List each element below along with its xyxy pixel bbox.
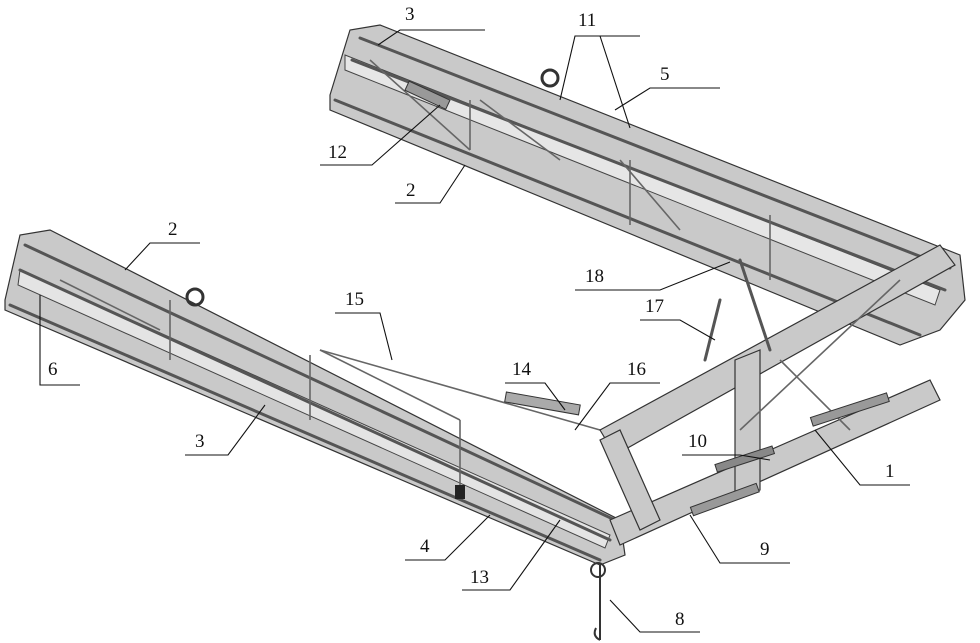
callout-13: 13 xyxy=(462,519,561,591)
svg-text:2: 2 xyxy=(406,180,416,201)
svg-text:10: 10 xyxy=(688,431,707,452)
svg-text:8: 8 xyxy=(675,609,685,630)
callout-3-left: 3 xyxy=(185,404,266,456)
svg-text:1: 1 xyxy=(885,461,895,482)
svg-text:17: 17 xyxy=(645,296,664,317)
svg-text:15: 15 xyxy=(345,289,364,310)
svg-text:14: 14 xyxy=(512,359,532,380)
left-boom xyxy=(4,229,626,566)
svg-text:13: 13 xyxy=(470,567,489,588)
svg-text:18: 18 xyxy=(585,266,604,287)
callout-6: 6 xyxy=(39,295,80,386)
callout-2-left: 2 xyxy=(124,219,200,271)
svg-text:11: 11 xyxy=(578,10,596,31)
callout-9: 9 xyxy=(689,514,790,564)
callout-14: 14 xyxy=(505,359,566,411)
callouts: 3 11 5 12 2 2 6 15 14 16 18 17 3 10 1 4 … xyxy=(39,4,910,633)
callout-15: 15 xyxy=(335,289,393,361)
callout-5: 5 xyxy=(614,64,720,111)
callout-16: 16 xyxy=(574,359,660,431)
callout-1: 1 xyxy=(814,429,910,486)
svg-text:4: 4 xyxy=(420,536,430,557)
callout-4: 4 xyxy=(405,514,491,561)
svg-text:3: 3 xyxy=(195,431,205,452)
callout-18: 18 xyxy=(575,261,731,291)
callout-11: 11 xyxy=(559,10,640,129)
svg-text:12: 12 xyxy=(328,142,347,163)
callout-17: 17 xyxy=(640,296,716,341)
svg-text:2: 2 xyxy=(168,219,178,240)
central-frame xyxy=(590,244,956,641)
callout-3-top: 3 xyxy=(377,4,485,46)
callout-8: 8 xyxy=(609,599,700,633)
upper-boom xyxy=(329,24,966,346)
svg-text:3: 3 xyxy=(405,4,415,25)
callout-12: 12 xyxy=(320,104,441,166)
callout-2-top: 2 xyxy=(395,164,466,204)
callout-10: 10 xyxy=(682,431,771,461)
svg-text:9: 9 xyxy=(760,539,770,560)
svg-text:6: 6 xyxy=(48,359,58,380)
svg-text:5: 5 xyxy=(660,64,670,85)
svg-text:16: 16 xyxy=(627,359,646,380)
